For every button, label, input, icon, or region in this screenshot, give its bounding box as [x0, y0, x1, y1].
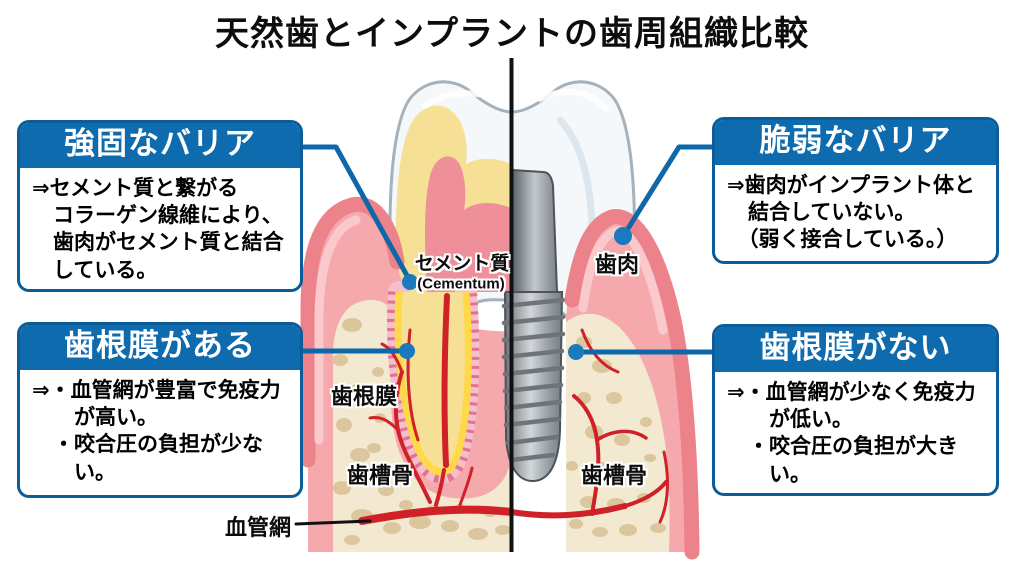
callout-strong-barrier: 強固なバリア ⇒セメント質と繋がる コラーゲン線維により、 歯肉がセメント質と結…: [17, 120, 303, 292]
periodontal-ligament-label: 歯根膜: [330, 384, 398, 409]
callout-pdl-absent-body: ⇒・血管網が少なく免疫力 が低い。 ・咬合圧の負担が大き い。: [727, 380, 976, 486]
leader-lines: [303, 144, 712, 355]
callout-strong-barrier-body: ⇒セメント質と繋がる コラーゲン線維により、 歯肉がセメント質と結合 している。: [32, 176, 284, 282]
implant: [501, 168, 566, 483]
blood-vessels-left: [358, 328, 515, 525]
callout-strong-barrier-header: 強固なバリア: [20, 123, 300, 168]
alveolar-bone-left-label: 歯槽骨: [346, 463, 414, 488]
vascular-network-label: 血管網: [224, 515, 292, 540]
vessel-label-connector: [294, 519, 372, 526]
blood-vessels-right: [508, 328, 669, 524]
cementum-label: セメント質: [414, 253, 510, 275]
leader-weak-barrier: [621, 144, 712, 237]
callout-pdl-absent-header: 歯根膜がない: [715, 327, 996, 372]
callout-pdl-present-body: ⇒・血管網が豊富で免疫力 が高い。 ・咬合圧の負担が少な い。: [32, 378, 281, 484]
cementum-english-label: (Cementum): [417, 275, 505, 293]
callout-pdl-absent: 歯根膜がない ⇒・血管網が少なく免疫力 が低い。 ・咬合圧の負担が大き い。: [712, 324, 999, 496]
callout-weak-barrier: 脆弱なバリア ⇒歯肉がインプラント体と 結合していない。 （弱く接合している。）: [712, 117, 999, 264]
dentin-and-pulp: [395, 105, 511, 292]
leader-dots: [399, 227, 632, 360]
root-canal: [441, 293, 450, 468]
implant-threads: [501, 297, 566, 463]
implant-abutment: [511, 168, 559, 293]
callout-weak-barrier-header: 脆弱なバリア: [715, 120, 996, 165]
callout-weak-barrier-body: ⇒歯肉がインプラント体と 結合していない。 （弱く接合している。）: [727, 173, 975, 252]
leader-strong-barrier: [303, 144, 413, 283]
gingiva-label: 歯肉: [594, 252, 640, 277]
callout-pdl-present: 歯根膜がある ⇒・血管網が豊富で免疫力 が高い。 ・咬合圧の負担が少な い。: [17, 322, 303, 498]
alveolar-bone-right-label: 歯槽骨: [580, 463, 648, 488]
callout-pdl-present-header: 歯根膜がある: [20, 325, 300, 370]
page-title: 天然歯とインプラントの歯周組織比較: [215, 15, 809, 53]
